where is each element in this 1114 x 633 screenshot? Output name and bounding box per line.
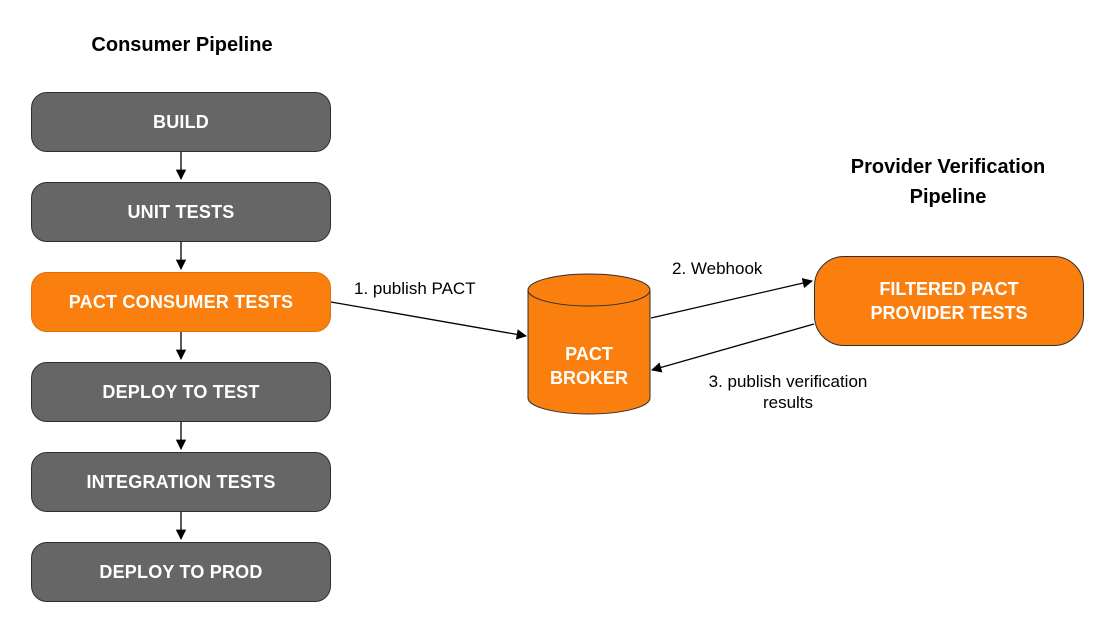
consumer-pipeline-title: Consumer Pipeline [91,34,273,56]
filtered-pact-provider-tests-box: FILTERED PACT PROVIDER TESTS [814,256,1084,346]
provider-pipeline-title: Provider Verification Pipeline [820,152,1076,212]
step-deploy-to-test: DEPLOY TO TEST [31,362,331,422]
step-integration-tests: INTEGRATION TESTS [31,452,331,512]
step-pact-consumer-tests: PACT CONSUMER TESTS [31,272,331,332]
arrow-webhook [650,278,814,319]
publish-verification-results-label: 3. publish verification results [684,371,892,413]
verify-label-line-1: 3. publish verification [708,372,868,391]
broker-label-line-2: BROKER [549,368,628,388]
provider-box-line-1: FILTERED PACT [879,279,1019,299]
webhook-label: 2. Webhook [672,259,763,278]
step-build: BUILD [31,92,331,152]
step-unit-tests: UNIT TESTS [31,182,331,242]
verify-label-line-2: results [762,393,814,412]
broker-label-line-1: PACT [565,344,613,364]
arrow-publish-verification-results [650,323,815,373]
arrow-publish-pact [330,301,528,340]
provider-box-line-2: PROVIDER TESTS [870,303,1028,323]
provider-title-line-2: Pipeline [909,186,987,208]
publish-pact-label: 1. publish PACT [354,279,476,298]
provider-title-line-1: Provider Verification [850,156,1046,178]
pact-broker-label: PACT BROKER [528,342,650,390]
step-deploy-to-prod: DEPLOY TO PROD [31,542,331,602]
